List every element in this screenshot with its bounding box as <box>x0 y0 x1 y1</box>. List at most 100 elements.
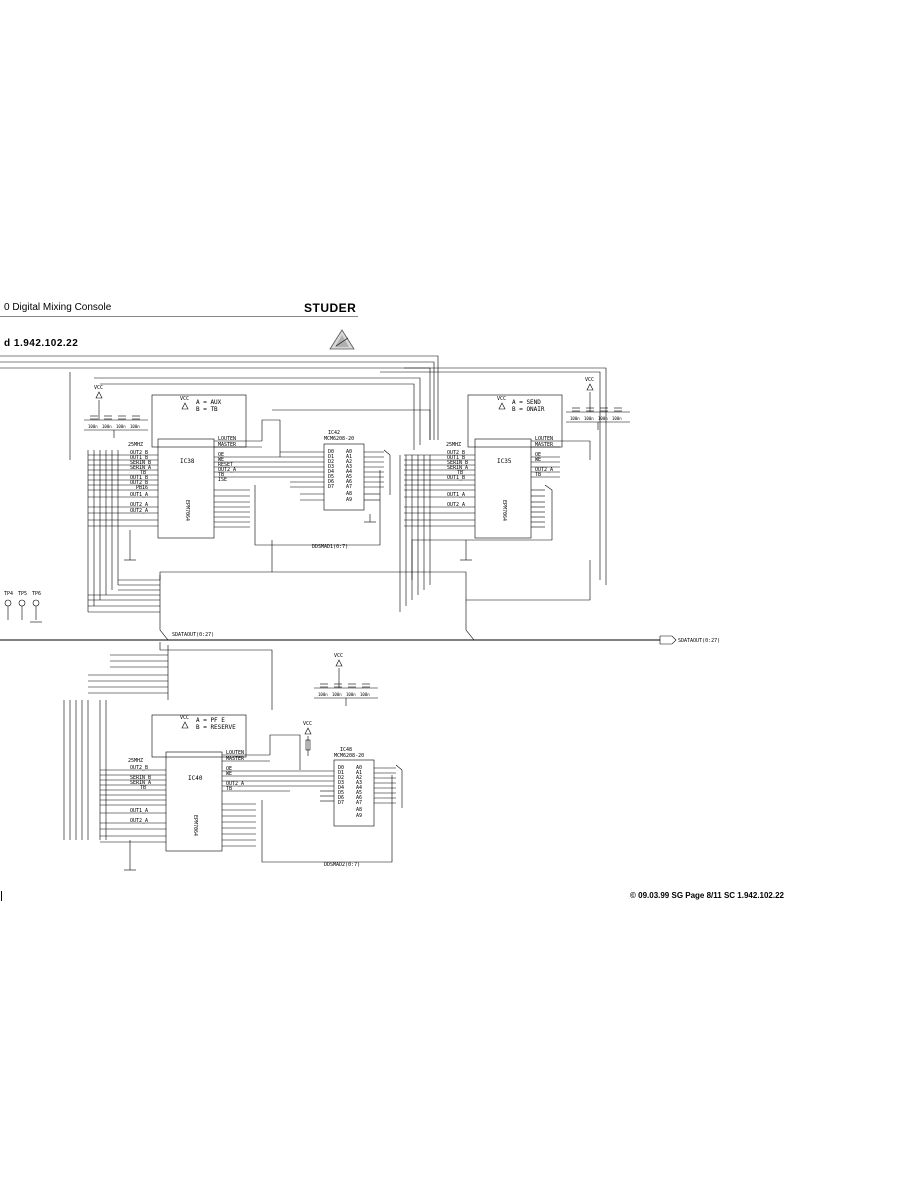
ic42-a2: A2 <box>346 459 352 465</box>
ic42-d5: D5 <box>328 474 334 480</box>
cap-value-11: 100n <box>346 692 356 697</box>
cap-value-9: 100n <box>318 692 328 697</box>
ic38-pin-6: OUT2_B <box>130 480 148 486</box>
ic38-rpin-6: TB <box>218 472 224 478</box>
ic40-rpin-5: OUT2_A <box>226 781 244 787</box>
ic38-pin-10: OUT2_A <box>130 508 148 514</box>
vcc-label-2: VCC <box>585 377 594 383</box>
ic48-part: MCM6208-20 <box>334 753 364 759</box>
ic35-pin-8: OUT1_A <box>447 492 465 498</box>
ic38-pin-8: OUT1_A <box>130 492 148 498</box>
cap-value-12: 100n <box>360 692 370 697</box>
ic42-part: MCM6208-20 <box>324 436 354 442</box>
ic48-a1: A1 <box>356 770 362 776</box>
test-point-4: TP4 <box>4 591 13 597</box>
ic48-a5: A5 <box>356 790 362 796</box>
ic40-pin-3: SERIN_A <box>130 780 151 786</box>
ic40-rpin-6: TB <box>226 786 232 792</box>
ic35-pin-9: OUT2_A <box>447 502 465 508</box>
bus-dsm-b: DDSMAD2(0:7) <box>324 862 360 868</box>
ic40-rpin-0: LOUTEN <box>226 750 244 756</box>
vcc-label-5: VCC <box>497 396 506 402</box>
cap-value-7: 100n <box>598 416 608 421</box>
document-title: 0 Digital Mixing Console <box>4 302 112 313</box>
ic40-sel-b: B = RESERVE <box>196 724 236 731</box>
ic40-pin-8: OUT1_A <box>130 808 148 814</box>
ic42-a5: A5 <box>346 474 352 480</box>
ic48-d7: D7 <box>338 800 344 806</box>
ic38-pin-3: SERIN_A <box>130 465 151 471</box>
ic48-a9: A9 <box>356 813 362 819</box>
ic48-a3: A3 <box>356 780 362 786</box>
bus-sdataout-right: SDATAOUT(0:27) <box>678 638 720 644</box>
ic35-rpin-2: OE <box>535 452 541 458</box>
vcc-label-6: VCC <box>180 715 189 721</box>
ic40-sel-a: A = PF E <box>196 717 225 724</box>
cap-value-2: 100n <box>102 424 112 429</box>
ic35-pin-1: OUT1_B <box>447 455 465 461</box>
ic40-pin-0: OUT2_B <box>130 765 148 771</box>
ic48-a2: A2 <box>356 775 362 781</box>
ic38-sel-a: A = AUX <box>196 399 222 406</box>
ic38-rpin-2: OE <box>218 452 224 458</box>
ic40-rpin-2: OE <box>226 766 232 772</box>
ic42-a7: A7 <box>346 484 352 490</box>
ic42-a1: A1 <box>346 454 352 460</box>
ic38-part: EPM7064 <box>184 500 190 521</box>
ic42-a3: A3 <box>346 464 352 470</box>
cap-value-6: 100n <box>584 416 594 421</box>
ic48-a7: A7 <box>356 800 362 806</box>
esd-warning-icon <box>329 329 355 350</box>
cap-value-5: 100n <box>570 416 580 421</box>
ic38-pin-5: OUT1_B <box>130 475 148 481</box>
ic38-ref: IC38 <box>180 458 195 465</box>
ic40-pin-4: TB <box>140 785 146 791</box>
vcc-label-1: VCC <box>94 385 103 391</box>
cap-value-4: 100n <box>130 424 140 429</box>
ic48-d3: D3 <box>338 780 344 786</box>
vcc-label-7: VCC <box>303 721 312 727</box>
ic42-d4: D4 <box>328 469 334 475</box>
ic38-pin-4: TB <box>140 470 146 476</box>
ic42-d3: D3 <box>328 464 334 470</box>
ic35-pin-5: OUT1_B <box>447 475 465 481</box>
ic40-ref: IC40 <box>188 775 203 782</box>
ic42-d1: D1 <box>328 454 334 460</box>
cap-value-10: 100n <box>332 692 342 697</box>
ic35-sel-a: A = SEND <box>512 399 541 406</box>
ic35-rpin-5: OUT2_A <box>535 467 553 473</box>
page-footer: © 09.03.99 SG Page 8/11 SC 1.942.102.22 <box>630 891 785 900</box>
test-point-6: TP6 <box>32 591 41 597</box>
header-rule <box>0 316 358 317</box>
ic42-a6: A6 <box>346 479 352 485</box>
ic38-rpin-5: OUT2_A <box>218 467 236 473</box>
cap-value-8: 100n <box>612 416 622 421</box>
ic35-rpin-6: TB <box>535 472 541 478</box>
cap-value-1: 100n <box>88 424 98 429</box>
bus-sdataout-left: SDATAOUT(0:27) <box>172 632 214 638</box>
ic42-a9: A9 <box>346 497 352 503</box>
ic48-ref: IC48 <box>340 747 352 753</box>
drawing-number: d 1.942.102.22 <box>4 338 79 349</box>
vcc-label-3: VCC <box>334 653 343 659</box>
vcc-label-4: VCC <box>180 396 189 402</box>
margin-tick <box>1 891 2 901</box>
ic35-part: EPM7064 <box>501 500 507 521</box>
ic48-d2: D2 <box>338 775 344 781</box>
bus-dsm-a: DDSMAD1(0:7) <box>312 544 348 550</box>
ic48-a0: A0 <box>356 765 362 771</box>
ic35-rpin-3: WE <box>535 457 541 463</box>
ic42-d0: D0 <box>328 449 334 455</box>
ic38-rpin-4: RESET <box>218 462 233 468</box>
ic42-d7: D7 <box>328 484 334 490</box>
clock-label-2: 25MHZ <box>446 442 461 448</box>
ic38-pin-1: OUT1_B <box>130 455 148 461</box>
ic35-rpin-0: LOUTEN <box>535 436 553 442</box>
ic42-ref: IC42 <box>328 430 340 436</box>
ic48-d6: D6 <box>338 795 344 801</box>
test-point-5: TP5 <box>18 591 27 597</box>
ic38-rpin-1: MASTER <box>218 442 237 448</box>
ic35-rpin-1: MASTER <box>535 442 554 448</box>
ic38-pin-0: OUT2_B <box>130 450 148 456</box>
